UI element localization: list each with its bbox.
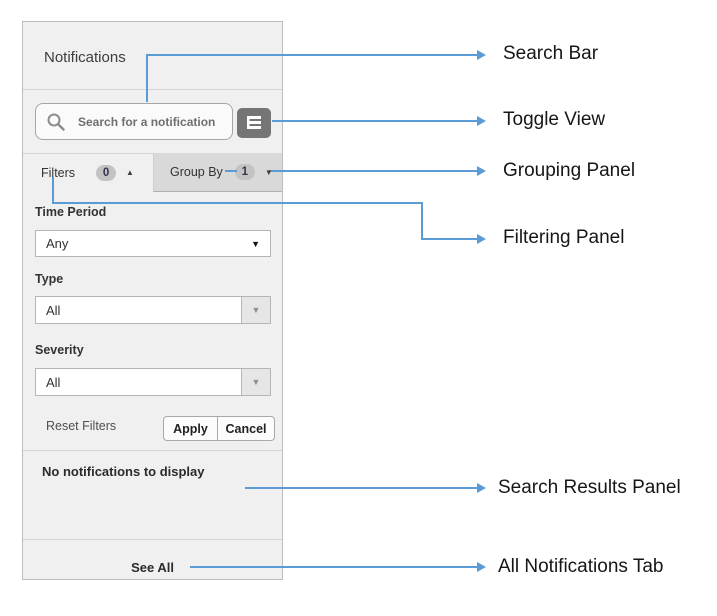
- search-placeholder: Search for a notification: [78, 114, 216, 129]
- callout-line: [269, 170, 477, 172]
- empty-results-message: No notifications to display: [42, 464, 205, 479]
- divider: [23, 450, 282, 451]
- group-by-tab-label: Group By: [170, 165, 223, 179]
- type-label: Type: [35, 272, 64, 286]
- severity-value: All: [46, 374, 61, 390]
- divider: [23, 153, 282, 154]
- callout-label-grouping-panel: Grouping Panel: [503, 160, 636, 181]
- time-period-value: Any: [46, 236, 69, 251]
- severity-dropdown-button[interactable]: ▼: [241, 369, 270, 395]
- callout-line: [421, 238, 477, 240]
- combo-caret-icon: ▼: [251, 305, 261, 315]
- type-select[interactable]: All ▼: [35, 296, 271, 324]
- callout-label-filtering-panel: Filtering Panel: [503, 227, 625, 248]
- callout-label-all-notifications-tab: All Notifications Tab: [498, 556, 664, 577]
- search-icon: [46, 112, 66, 132]
- see-all-tab[interactable]: See All: [131, 560, 174, 575]
- caret-up-icon[interactable]: ▲: [126, 168, 134, 177]
- select-caret-icon: ▼: [251, 238, 260, 249]
- callout-arrow-icon: [477, 50, 486, 60]
- callout-arrow-icon: [477, 234, 486, 244]
- caret-down-icon[interactable]: ▼: [264, 167, 273, 177]
- callout-arrow-icon: [477, 483, 486, 493]
- tab-bar: Filters 0 ▲ Group By 1 ▼: [23, 153, 282, 192]
- tab-group-by[interactable]: Group By 1 ▼: [153, 153, 282, 192]
- severity-label: Severity: [35, 343, 84, 357]
- reset-filters-link[interactable]: Reset Filters: [46, 419, 117, 433]
- cancel-button[interactable]: Cancel: [217, 416, 275, 441]
- callout-arrow-icon: [477, 166, 486, 176]
- filters-count-badge: 0: [96, 164, 117, 181]
- search-input[interactable]: Search for a notification: [35, 103, 233, 140]
- callout-label-search-bar: Search Bar: [503, 43, 599, 64]
- list-view-icon: [243, 112, 265, 135]
- divider: [23, 539, 282, 540]
- filters-tab-label: Filters: [41, 165, 76, 180]
- page-title: Notifications: [44, 49, 126, 66]
- combo-caret-icon: ▼: [251, 377, 261, 387]
- type-value: All: [46, 302, 61, 318]
- callout-label-toggle-view: Toggle View: [503, 109, 606, 130]
- group-by-count-badge: 1: [234, 164, 255, 180]
- callout-arrow-icon: [477, 116, 486, 126]
- type-dropdown-button[interactable]: ▼: [241, 297, 270, 323]
- callout-line: [272, 120, 477, 122]
- divider: [23, 89, 282, 90]
- time-period-select[interactable]: Any ▼: [35, 230, 271, 257]
- time-period-label: Time Period: [35, 205, 107, 219]
- toggle-view-button[interactable]: [237, 108, 271, 138]
- callout-label-search-results-panel: Search Results Panel: [498, 477, 681, 498]
- severity-select[interactable]: All ▼: [35, 368, 271, 396]
- tab-filters[interactable]: Filters 0 ▲: [23, 153, 153, 192]
- callout-arrow-icon: [477, 562, 486, 572]
- apply-button[interactable]: Apply: [163, 416, 218, 441]
- notifications-panel: Notifications Search for a notification: [22, 21, 283, 580]
- callout-line: [421, 202, 423, 240]
